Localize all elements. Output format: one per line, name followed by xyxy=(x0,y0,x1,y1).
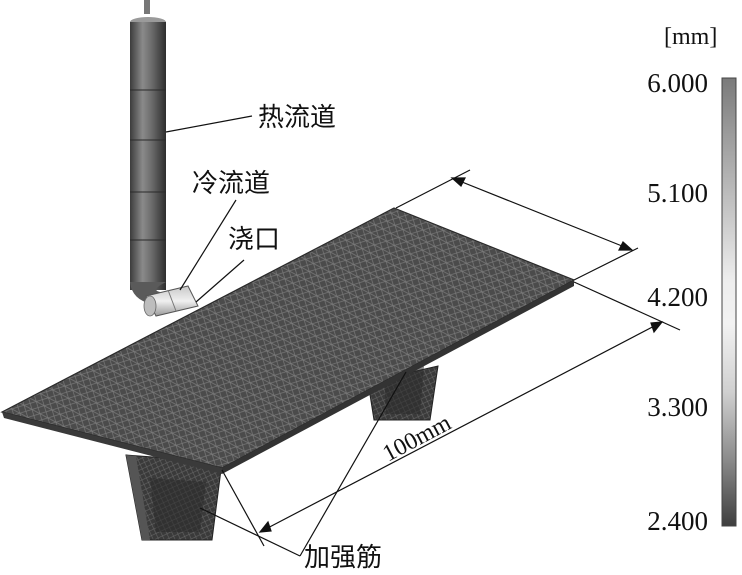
plate-mesh xyxy=(0,207,576,474)
legend-tick-2: 4.200 xyxy=(647,282,708,312)
legend-tick-1: 5.100 xyxy=(647,178,708,208)
dimension-lines xyxy=(221,169,681,547)
hot-runner-pipe xyxy=(130,0,166,304)
legend-unit: [mm] xyxy=(664,24,717,50)
leader-lines xyxy=(165,115,407,557)
label-rib: 加强筋 xyxy=(304,543,382,573)
legend-tick-3: 3.300 xyxy=(647,392,708,422)
legend-tick-0: 6.000 xyxy=(647,68,708,98)
cold-runner xyxy=(143,285,199,317)
thickness-legend: [mm] 6.000 5.100 4.200 3.300 2.400 xyxy=(647,24,737,536)
rib-left xyxy=(125,454,223,541)
label-cold-runner: 冷流道 xyxy=(192,169,270,199)
label-hot-runner: 热流道 xyxy=(258,103,336,133)
legend-tick-4: 2.400 xyxy=(647,506,708,536)
label-gate: 浇口 xyxy=(228,225,280,255)
legend-color-bar xyxy=(721,77,737,527)
